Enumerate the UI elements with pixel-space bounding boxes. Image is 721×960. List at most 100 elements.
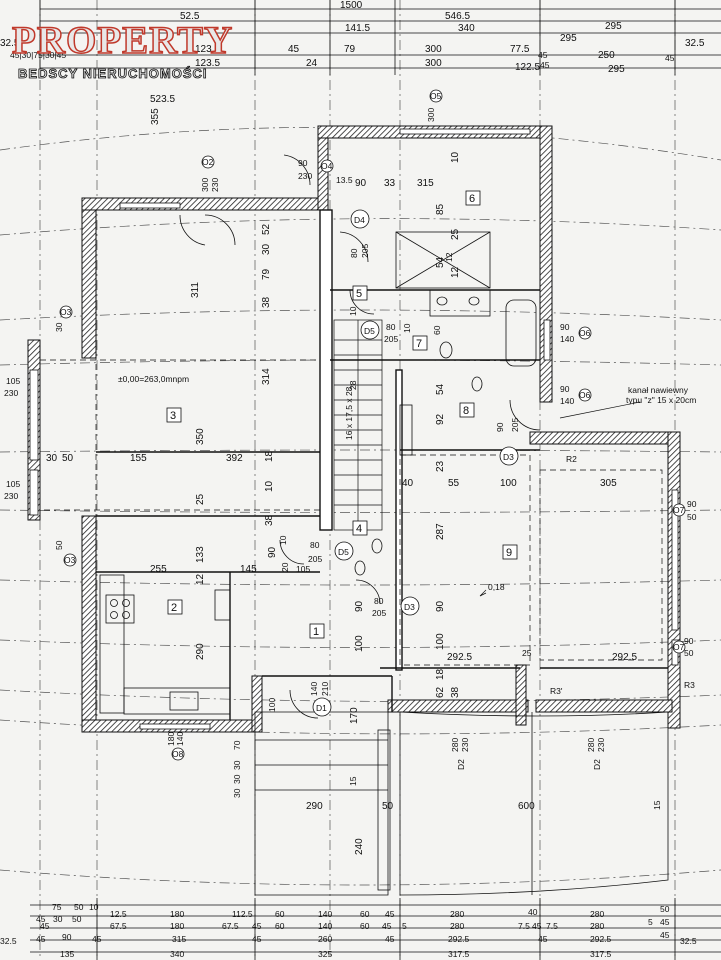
annotation-line1: kanał nawiewny	[628, 385, 689, 395]
tag-o6b: O6	[579, 390, 591, 400]
dim-45c: 45	[665, 53, 675, 63]
dimension-label: 205	[372, 608, 386, 618]
dimension-label: 300	[200, 178, 210, 192]
dim-left-stack: 45|30|75|30|45	[10, 50, 66, 60]
dimension-label: 10	[450, 151, 461, 163]
bdim-r2-45b: 45	[385, 909, 395, 919]
dimension-label: 79	[261, 268, 272, 280]
dimension-label: R2	[566, 454, 577, 464]
dimension-label: 25	[450, 228, 461, 240]
dimension-label: 70	[232, 740, 242, 750]
dimension-label: 30	[261, 243, 272, 255]
bdim-r2-60b: 60	[360, 909, 370, 919]
dimension-label: 25	[195, 493, 206, 505]
room-6: 6	[469, 193, 475, 205]
dimension-label: 60	[432, 325, 442, 335]
dimension-label: 290	[195, 643, 206, 660]
dimension-label: 50	[687, 512, 697, 522]
dimension-label: 180	[166, 732, 176, 746]
logo-subtitle: BEDSCY NIERUCHOMOŚCI	[18, 66, 208, 82]
bdim-r3-7b: 7.5	[546, 921, 558, 931]
bdim-r3-5a: 5	[402, 921, 407, 931]
dimension-label: 90	[298, 158, 308, 168]
bdim-r3-280a: 280	[450, 921, 464, 931]
bdim-r3-45a: 45	[40, 921, 50, 931]
dimension-label: 62	[435, 686, 446, 698]
tag-o7b: O7	[673, 642, 685, 652]
tag-o2: O2	[202, 157, 214, 167]
dimension-label: 90	[560, 384, 570, 394]
bdim-r2-280b: 280	[590, 909, 604, 919]
dimension-label: 311	[190, 282, 201, 298]
dimension-label: 100	[267, 698, 277, 712]
dimension-label: 230	[596, 738, 606, 752]
dimension-label: 230	[298, 171, 312, 181]
bdim-r3-5b: 5	[648, 917, 653, 927]
dimension-label: 80	[374, 596, 384, 606]
bdim-r4-32b: 32.5	[680, 936, 697, 946]
dimension-label: 55	[448, 478, 460, 489]
dimension-label: 90	[684, 636, 694, 646]
dimension-label: 50	[54, 540, 64, 550]
tag-o6a: O6	[579, 328, 591, 338]
dimension-label: 90	[354, 600, 365, 612]
room-4: 4	[356, 523, 362, 535]
dimension-label: 52	[261, 223, 272, 235]
dimension-label: 315	[417, 178, 434, 189]
tag-o3b: O3	[64, 555, 76, 565]
dimension-label: 85	[435, 203, 446, 215]
dimension-label: 350	[195, 428, 206, 445]
dimension-label: 90	[687, 499, 697, 509]
dimension-label: 133	[195, 546, 206, 563]
tag-d1: D1	[316, 703, 327, 713]
dimension-label: 12	[195, 573, 206, 585]
bdim-r2-140: 140	[318, 909, 332, 919]
stair-label: 16 x 17,5 x 28	[344, 386, 354, 440]
bdim-r4-292b: 292.5	[590, 934, 612, 944]
bdim-r3-67a: 67.5	[110, 921, 127, 931]
bdim-r5-325: 325	[318, 949, 332, 959]
dimension-label: 140	[560, 334, 574, 344]
bdim-r4-90: 90	[62, 932, 72, 942]
bdim-r4-45f: 45	[660, 930, 670, 940]
dimension-label: 30	[232, 788, 242, 798]
logo-title: PROPERTY	[11, 19, 234, 63]
dimension-label: 205	[360, 244, 370, 258]
bdim-r2-112: 112.5	[232, 909, 253, 919]
room-8: 8	[463, 405, 469, 417]
room-2: 2	[171, 602, 177, 614]
dimension-label: 140	[309, 682, 319, 696]
dimension-label: 280	[450, 738, 460, 752]
tag-d3a: D3	[503, 452, 514, 462]
bdim-r3-140: 140	[318, 921, 332, 931]
dimension-label: 92	[435, 413, 446, 425]
dimension-label: 90	[495, 422, 505, 432]
dim-45a: 45	[288, 44, 300, 55]
dimension-label: 80	[310, 540, 320, 550]
dim-1500: 1500	[340, 0, 363, 11]
dimension-label: 145	[240, 564, 257, 575]
bdim-r5-317b: 317.5	[590, 949, 612, 959]
bdim-r2-50b: 50	[660, 904, 670, 914]
dimension-label: 205	[308, 554, 322, 564]
tag-o7a: O7	[673, 505, 685, 515]
dimension-label: 100	[354, 635, 365, 652]
dimension-label: 300	[426, 108, 436, 122]
bdim-r3-67b: 67.5	[222, 921, 239, 931]
dimension-label: 230	[4, 491, 18, 501]
room-7: 7	[416, 338, 422, 350]
bottom-dimension-lines	[30, 898, 721, 960]
dimension-label: 210	[320, 682, 330, 696]
dimension-label: 105	[6, 376, 20, 386]
staircase	[333, 319, 383, 531]
room-boxes	[166, 190, 518, 639]
dimension-label: 30	[54, 322, 64, 332]
dim-295a: 295	[605, 21, 622, 32]
dimension-label: 205	[510, 418, 520, 432]
kitchen-fittings	[99, 574, 231, 715]
terrace	[254, 711, 669, 896]
dimension-label: 50	[62, 453, 74, 464]
tag-o3a: O3	[60, 307, 72, 317]
dim-79: 79	[344, 44, 356, 55]
dimension-label: 255	[150, 564, 167, 575]
